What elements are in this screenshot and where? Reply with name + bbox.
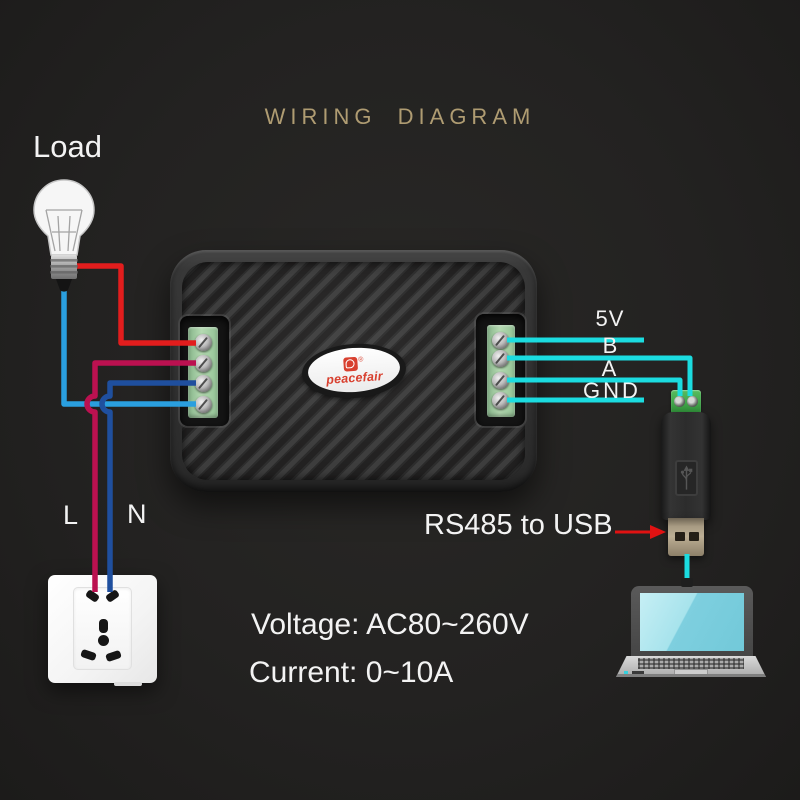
socket-hole — [97, 635, 109, 646]
usb-trident-icon — [680, 465, 693, 490]
bulb-glass — [33, 179, 95, 256]
laptop-port — [632, 671, 644, 674]
usb-connector-hole — [675, 532, 685, 541]
terminal-screw — [194, 374, 212, 392]
usb-cable-plug — [681, 578, 693, 587]
adapter-body — [661, 412, 711, 520]
voltage-spec: Voltage: AC80~260V — [251, 608, 529, 641]
laptop-screen — [631, 586, 753, 658]
peacefair-logo-icon — [342, 356, 358, 372]
load-label: Load — [33, 129, 102, 164]
socket-hole — [98, 619, 108, 633]
line-label: L — [63, 500, 79, 530]
terminal-screw — [194, 395, 212, 413]
brand-name: peacefair — [325, 368, 384, 387]
terminal-screw — [491, 349, 509, 367]
page-title: WIRING DIAGRAM — [264, 104, 536, 129]
terminal-screw — [491, 331, 509, 349]
terminal-recess-left — [180, 316, 229, 426]
neutral-label: N — [127, 499, 147, 529]
laptop-led — [624, 671, 628, 674]
logo-icon-row: ® — [342, 355, 364, 372]
terminal-screw — [491, 391, 509, 409]
usb-connector — [668, 518, 704, 556]
bulb-screw-base — [51, 255, 77, 279]
adapter-pointer-arrow — [615, 525, 666, 539]
light-bulb — [33, 179, 95, 292]
laptop-display-panel — [640, 593, 744, 651]
adapter-screw — [674, 396, 685, 407]
usb-connector-hole — [689, 532, 699, 541]
wall-socket — [48, 575, 157, 686]
terminal-screw — [194, 354, 212, 372]
pin-label-5v: 5V — [595, 306, 625, 331]
terminal-screw — [491, 371, 509, 389]
bulb-tip — [56, 279, 72, 292]
bulb-filament — [45, 209, 83, 252]
adapter-screw — [687, 396, 698, 407]
adapter-label: RS485 to USB — [424, 509, 613, 541]
terminal-screw — [194, 333, 212, 351]
usb-logo-emboss — [675, 460, 698, 496]
registered-trademark: ® — [357, 355, 364, 364]
terminal-recess-right — [476, 314, 525, 426]
pin-label-gnd: GND — [583, 378, 641, 403]
current-spec: Current: 0~10A — [249, 656, 454, 689]
socket-brand-mark — [114, 682, 142, 686]
laptop-keyboard — [638, 658, 744, 669]
energy-meter-device: ® peacefair — [170, 250, 537, 492]
adapter-terminal-block — [671, 390, 701, 414]
laptop-bottom-edge — [616, 674, 766, 677]
laptop-base — [616, 656, 766, 677]
